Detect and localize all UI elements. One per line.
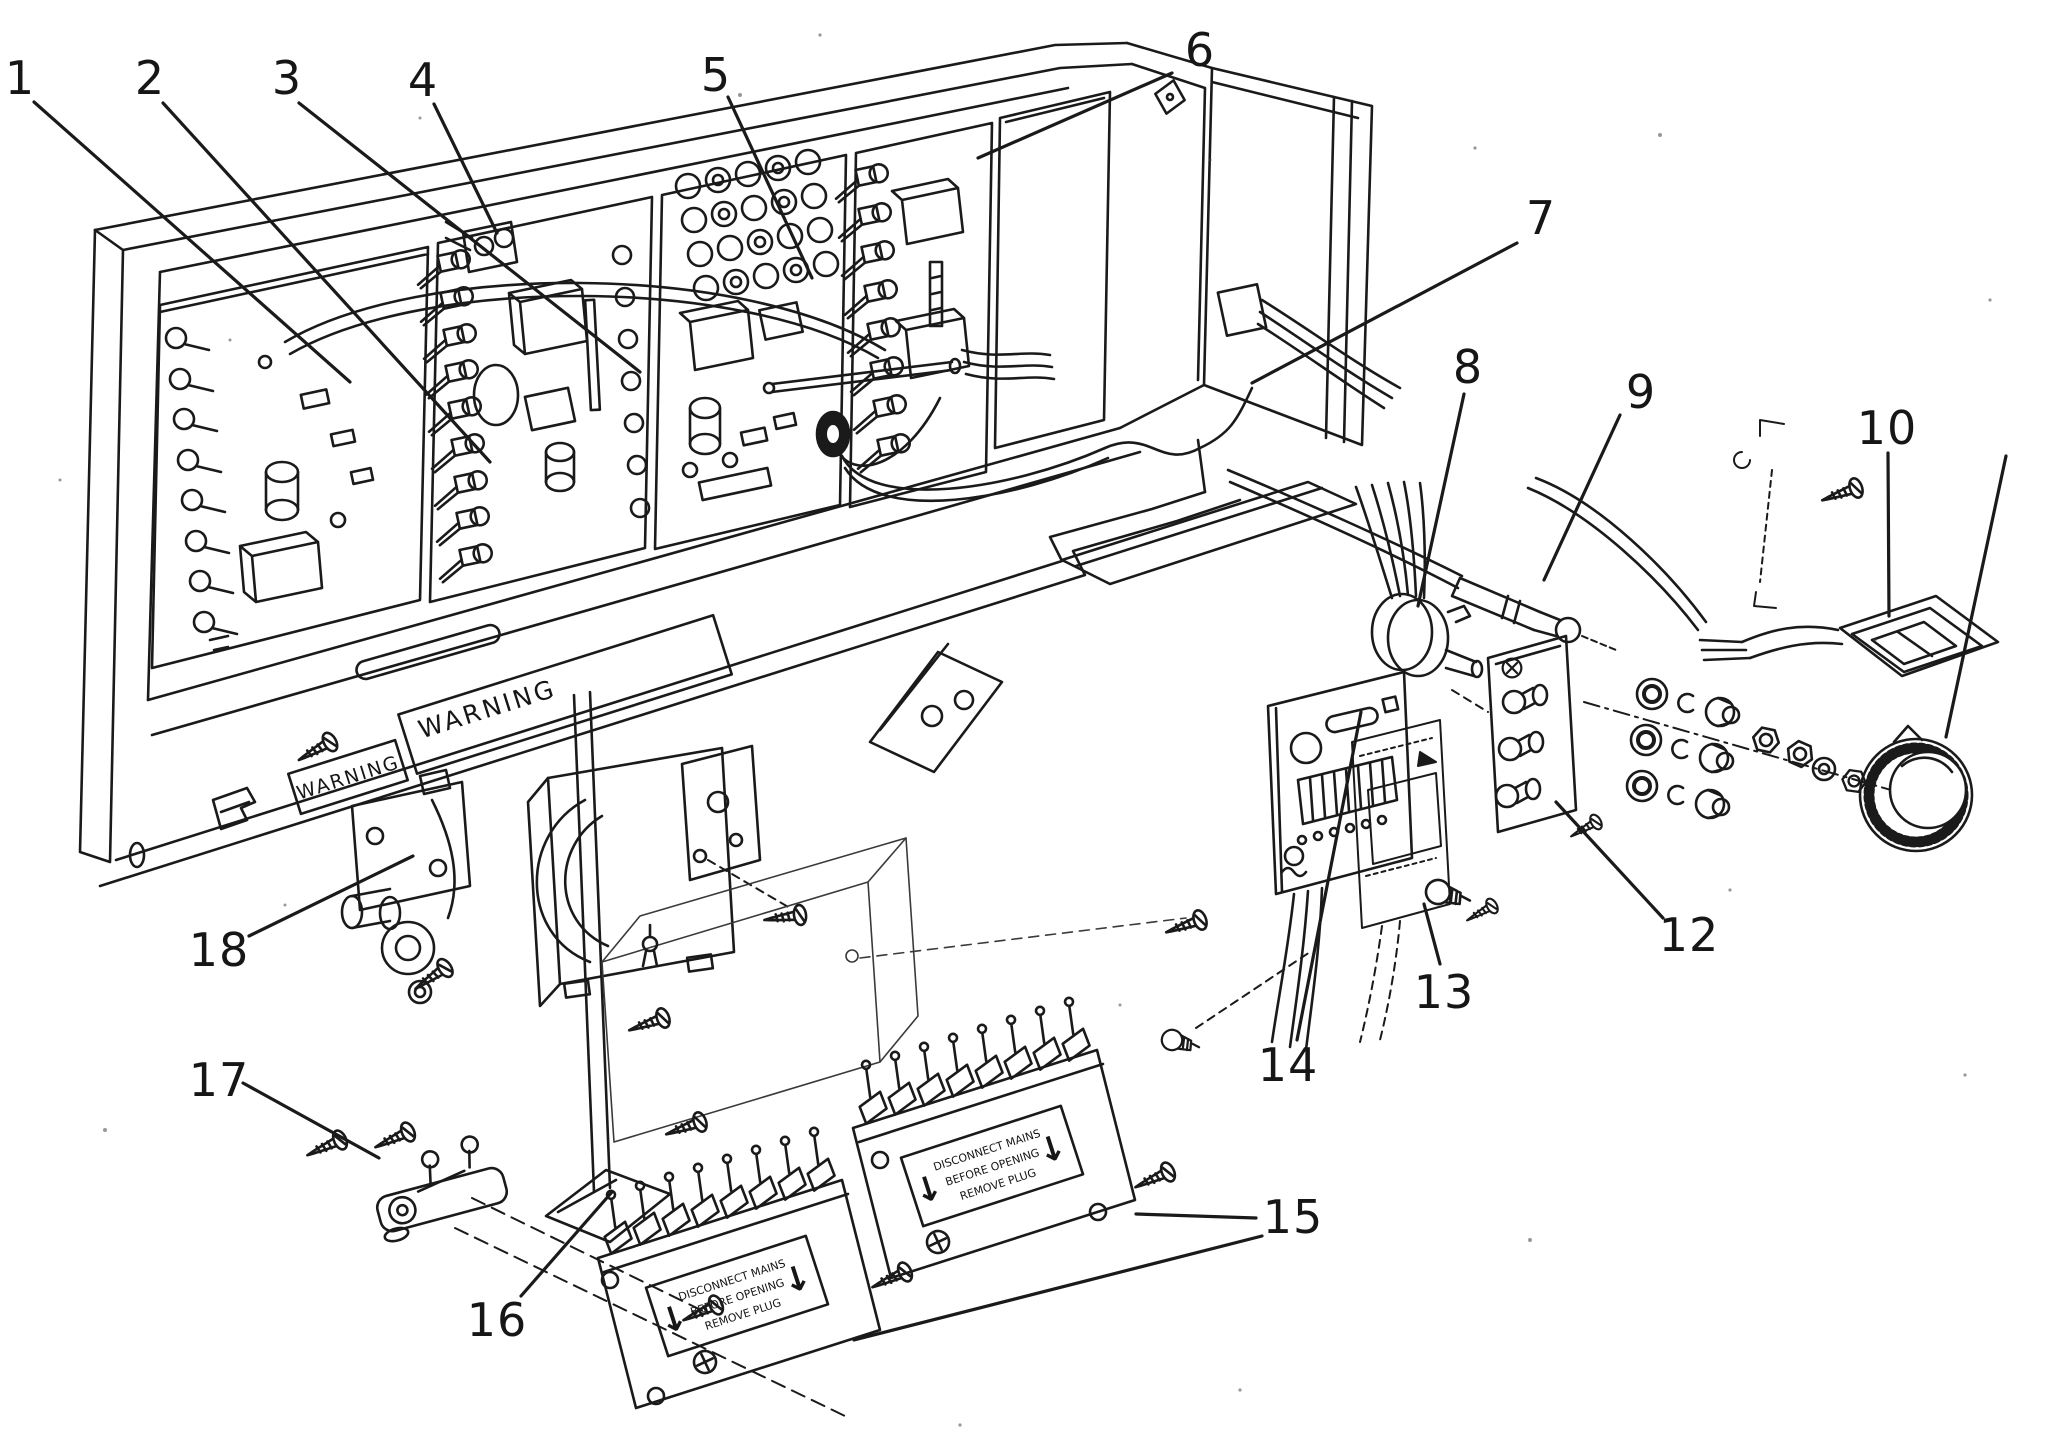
latch-assembly-part17 (375, 1135, 509, 1243)
callout-18: 18 (188, 923, 250, 977)
callout-6: 6 (1184, 23, 1216, 77)
motor-assembly (340, 768, 472, 976)
leader-line-16 (519, 1190, 614, 1298)
wire-harness-part7 (815, 386, 1254, 503)
callout-13: 13 (1413, 965, 1475, 1019)
leader-line-5 (726, 95, 814, 280)
leader-line-18 (247, 854, 415, 938)
callout-14: 14 (1257, 1038, 1319, 1092)
support-strut (572, 690, 612, 1194)
mounting-ghost-box (601, 837, 1187, 1143)
callout-8: 8 (1452, 340, 1484, 394)
callout-9: 9 (1625, 365, 1657, 419)
leader-line-1 (32, 100, 352, 384)
two-hole-bracket (868, 642, 1004, 774)
pcb-board-6 (829, 121, 1056, 509)
leader-line-13 (1422, 902, 1442, 966)
leader-line-6 (976, 71, 1174, 160)
leader-line-4 (432, 102, 499, 235)
callout-1: 1 (4, 51, 36, 105)
callout-16: 16 (466, 1293, 528, 1347)
led-column (164, 326, 239, 636)
leader-line-17 (241, 1081, 381, 1160)
callout-10: 10 (1856, 401, 1918, 455)
din-connector-part9 (1226, 468, 1617, 651)
aux-pcb (993, 90, 1402, 450)
transformer (526, 746, 791, 1008)
leader-line-14 (1295, 710, 1363, 1042)
leader-line-15 (1134, 1212, 1258, 1220)
pcb-board-3 (411, 195, 654, 604)
leader-line-2 (161, 101, 492, 464)
pcb-board-2 (150, 245, 430, 670)
push-rivet (641, 923, 659, 968)
leader-line-8 (1416, 392, 1466, 608)
callout-15: 15 (1262, 1190, 1324, 1244)
diamond-badge-icon (1154, 79, 1186, 115)
indicator-lamp-left (1158, 951, 1311, 1059)
rocker-switch-part10 (1526, 476, 2000, 678)
callout-2: 2 (134, 51, 166, 105)
scan-noise (58, 33, 1992, 1427)
leader-line-7 (1250, 241, 1519, 385)
leader-line-3 (297, 101, 642, 374)
leader-line-9 (1542, 413, 1622, 582)
register-marks (1733, 419, 1785, 609)
control-knob (1858, 724, 1974, 853)
jack-plate-part12 (1486, 634, 1606, 845)
bracket-with-hole (680, 744, 762, 882)
callout-7: 7 (1525, 191, 1557, 245)
leader-line-15b (852, 1234, 1264, 1342)
leader-line-12 (1554, 800, 1665, 920)
callout-4: 4 (407, 53, 439, 107)
shelf-bracket (1060, 480, 1358, 586)
leader-line-10 (1886, 451, 1891, 618)
callout-17: 17 (188, 1053, 250, 1107)
callout-3: 3 (271, 51, 303, 105)
pcb-board-5 (653, 148, 848, 551)
callout-12: 12 (1658, 908, 1720, 962)
leader-line-unlabeled-0 (1944, 454, 2008, 739)
alignment-dashes (454, 1197, 846, 1417)
callout-5: 5 (700, 48, 732, 102)
